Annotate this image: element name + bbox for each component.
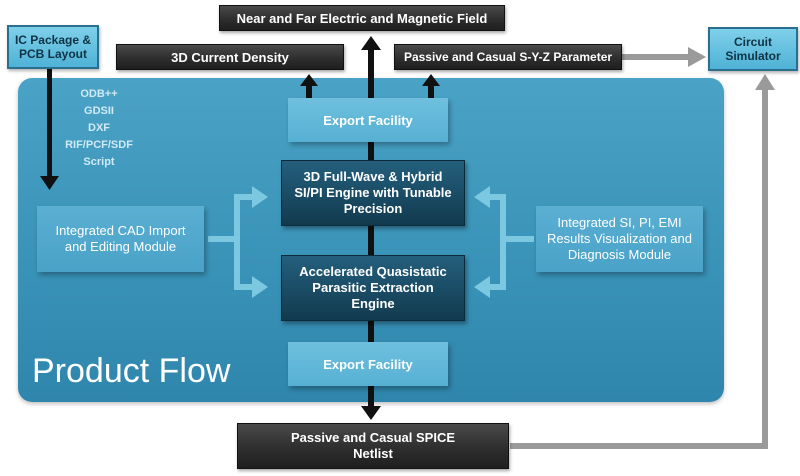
engine-export-link	[368, 320, 374, 344]
right-connector	[474, 186, 534, 298]
current-density-box: 3D Current Density	[116, 44, 344, 70]
fullwave-engine-box: 3D Full-Wave & Hybrid SI/PI Engine with …	[281, 160, 465, 226]
syz-parameter-box: Passive and Casual S-Y-Z Parameter	[394, 44, 622, 70]
format-item: GDSII	[84, 105, 114, 117]
visualization-box: Integrated SI, PI, EMI Results Visualiza…	[536, 206, 703, 272]
format-item: ODB++	[80, 88, 118, 100]
panel-title: Product Flow	[32, 352, 231, 390]
format-item: RIF/PCF/SDF	[65, 139, 133, 151]
format-item: DXF	[88, 122, 110, 134]
quasistatic-engine-box: Accelerated Quasistatic Parasitic Extrac…	[281, 255, 465, 321]
circuit-simulator-box: Circuit Simulator	[708, 27, 798, 71]
left-connector	[208, 186, 268, 298]
format-item: Script	[83, 156, 115, 168]
cad-import-box: Integrated CAD Import and Editing Module	[37, 206, 204, 272]
simulator-arrow	[620, 47, 706, 67]
spice-netlist-box: Passive and Casual SPICE Netlist	[237, 423, 509, 469]
ic-package-box: IC Package & PCB Layout	[7, 25, 99, 69]
engine-link	[368, 226, 374, 256]
current-density-arrow	[300, 74, 318, 98]
center-down-arrow	[361, 386, 381, 420]
export-facility-top: Export Facility	[288, 98, 448, 142]
input-formats-list: ODB++ GDSII DXF RIF/PCF/SDF Script	[56, 86, 142, 171]
export-facility-bottom: Export Facility	[288, 342, 448, 386]
syz-arrow	[422, 74, 440, 98]
near-far-field-box: Near and Far Electric and Magnetic Field	[219, 5, 505, 31]
spice-to-simulator-arrow	[510, 74, 775, 449]
ic-package-arrow	[40, 68, 59, 190]
